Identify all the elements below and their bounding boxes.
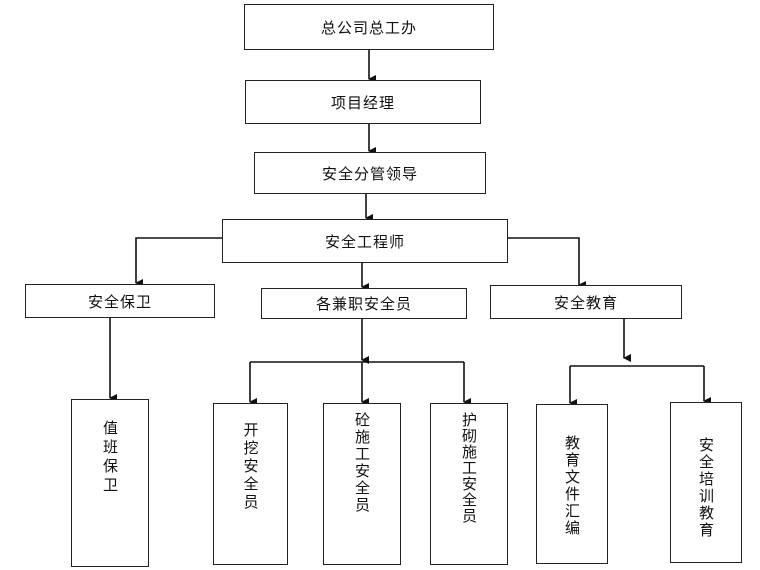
node-safety-education: 安全教育 xyxy=(490,285,682,319)
node-safety-leader: 安全分管领导 xyxy=(254,152,486,194)
node-duty-guard: 值班保卫 xyxy=(71,399,149,567)
node-excavation-safety-text: 开挖安全员 xyxy=(241,422,260,512)
node-edu-docs-label: 教育文件汇编 xyxy=(537,435,607,537)
arrow-engineer-to-security xyxy=(135,237,222,287)
node-head-office: 总公司总工办 xyxy=(244,4,494,50)
node-safety-education-label: 安全教育 xyxy=(553,293,618,312)
node-safety-training-label: 安全培训教育 xyxy=(671,437,741,539)
node-duty-guard-text: 值班保卫 xyxy=(101,420,119,496)
node-concrete-safety-label: 砼施工安全员 xyxy=(324,412,400,514)
node-masonry-safety: 护砌施工安全员 xyxy=(430,403,508,565)
arrow-engineer-to-education xyxy=(508,237,586,289)
node-project-manager-label: 项目经理 xyxy=(330,93,395,112)
node-concrete-safety: 砼施工安全员 xyxy=(323,403,401,565)
node-security-label: 安全保卫 xyxy=(87,292,152,311)
node-edu-docs: 教育文件汇编 xyxy=(536,404,608,564)
node-head-office-label: 总公司总工办 xyxy=(320,18,417,37)
node-masonry-safety-label: 护砌施工安全员 xyxy=(431,412,507,524)
node-masonry-safety-text: 护砌施工安全员 xyxy=(460,412,478,524)
node-excavation-safety: 开挖安全员 xyxy=(213,403,288,565)
node-safety-training: 安全培训教育 xyxy=(670,402,742,563)
node-safety-engineer: 安全工程师 xyxy=(222,219,508,263)
node-part-time-safety: 各兼职安全员 xyxy=(261,288,467,319)
node-part-time-safety-label: 各兼职安全员 xyxy=(315,295,412,313)
node-safety-leader-label: 安全分管领导 xyxy=(321,164,418,183)
node-excavation-safety-label: 开挖安全员 xyxy=(214,422,287,512)
node-safety-training-text: 安全培训教育 xyxy=(697,437,715,539)
node-security: 安全保卫 xyxy=(25,284,215,318)
node-edu-docs-text: 教育文件汇编 xyxy=(563,435,581,537)
node-concrete-safety-text: 砼施工安全员 xyxy=(353,412,371,514)
node-duty-guard-label: 值班保卫 xyxy=(72,420,148,496)
node-safety-engineer-label: 安全工程师 xyxy=(324,232,405,251)
node-project-manager: 项目经理 xyxy=(245,80,481,124)
